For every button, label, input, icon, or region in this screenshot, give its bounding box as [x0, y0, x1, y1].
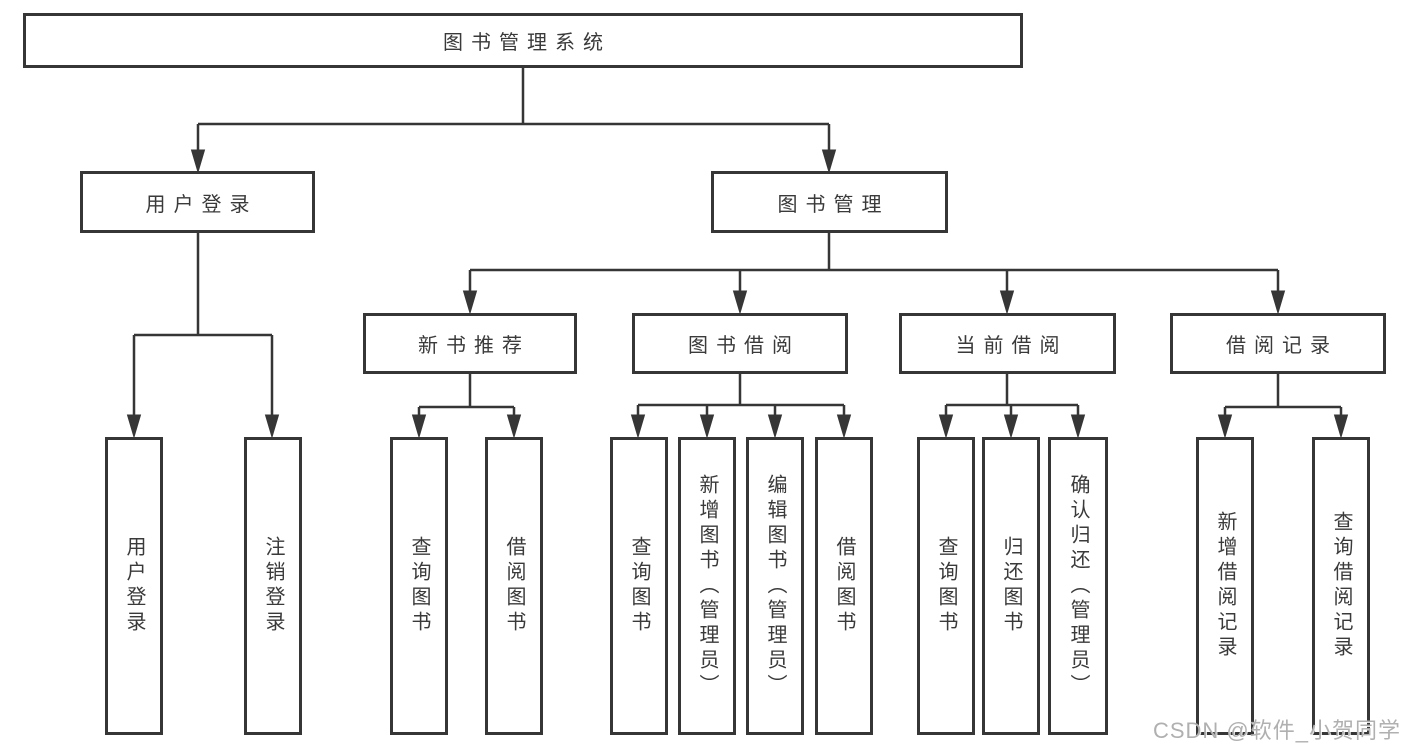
leaf-records-add-record: 新增借阅记录: [1196, 437, 1254, 735]
csdn-watermark: CSDN @软件_小贺同学: [1152, 718, 1401, 743]
node-borrowing-records: 借阅记录: [1170, 313, 1386, 374]
leaf-user-login: 用户登录: [105, 437, 163, 735]
node-book-management: 图书管理: [711, 171, 948, 233]
leaf-records-query-record: 查询借阅记录: [1312, 437, 1370, 735]
node-new-book-recommend: 新书推荐: [363, 313, 577, 374]
leaf-recommend-borrow-books: 借阅图书: [485, 437, 543, 735]
node-library-system: 图书管理系统: [23, 13, 1023, 68]
leaf-borrowing-borrow-books: 借阅图书: [815, 437, 873, 735]
node-book-borrowing: 图书借阅: [632, 313, 848, 374]
arrowhead-icons: [126, 149, 1349, 439]
node-current-borrowing: 当前借阅: [899, 313, 1116, 374]
leaf-current-confirm-return-admin: 确认归还（管理员）: [1048, 437, 1108, 735]
node-user-login: 用户登录: [80, 171, 315, 233]
leaf-borrowing-query-books: 查询图书: [610, 437, 668, 735]
leaf-borrowing-add-books-admin: 新增图书（管理员）: [678, 437, 736, 735]
leaf-borrowing-edit-books-admin: 编辑图书（管理员）: [746, 437, 804, 735]
leaf-current-query-books: 查询图书: [917, 437, 975, 735]
tree-edge-lines: [132, 68, 1343, 418]
leaf-current-return-books: 归还图书: [982, 437, 1040, 735]
leaf-logout: 注销登录: [244, 437, 302, 735]
leaf-recommend-query-books: 查询图书: [390, 437, 448, 735]
